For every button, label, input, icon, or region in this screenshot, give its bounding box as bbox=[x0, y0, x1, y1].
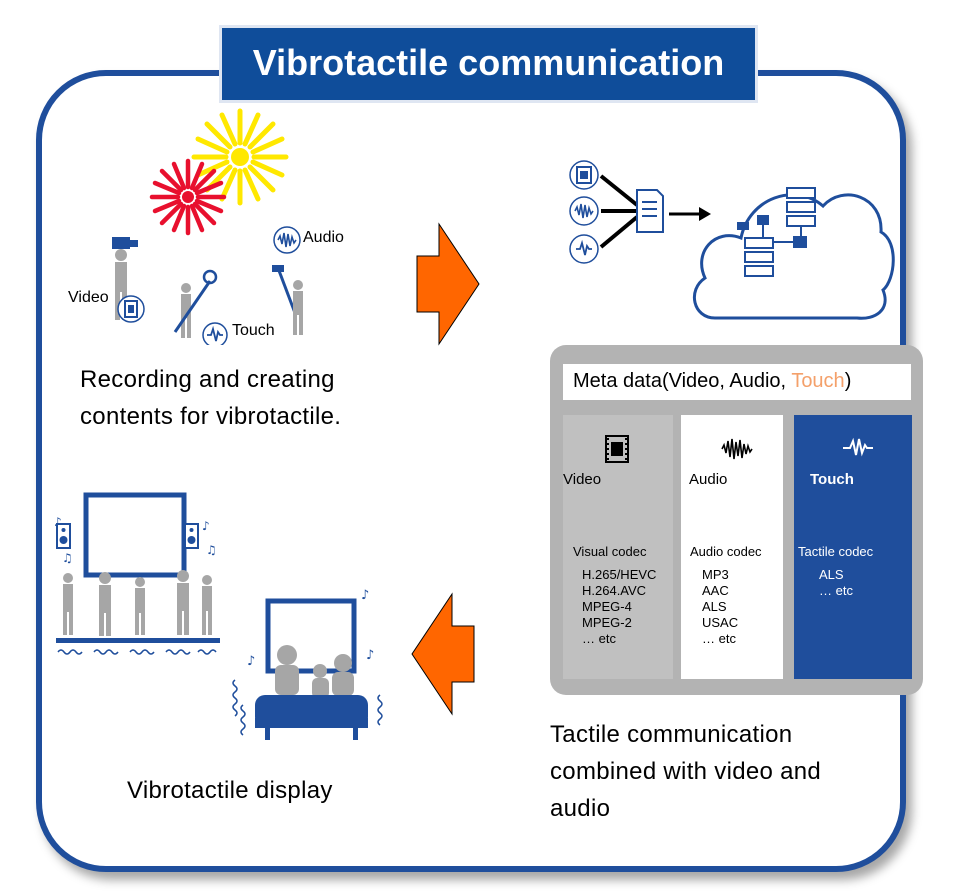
page-title: Vibrotactile communication bbox=[252, 42, 725, 83]
meta-touch-codec-list: ALS … etc bbox=[819, 567, 853, 599]
tactile-caption-line1: Tactile communication bbox=[550, 721, 793, 748]
touch-input-badge-icon bbox=[569, 234, 599, 264]
stage-floor bbox=[56, 638, 220, 643]
meta-title-suffix: ) bbox=[844, 370, 852, 392]
svg-text:♪: ♪ bbox=[247, 654, 255, 669]
svg-text:♫: ♫ bbox=[62, 551, 73, 565]
cloud-icon bbox=[693, 193, 895, 320]
meta-video-label: Video bbox=[563, 471, 602, 488]
codec-item: USAC bbox=[702, 615, 739, 630]
meta-audio-label: Audio bbox=[689, 471, 728, 488]
svg-text:♪: ♪ bbox=[202, 519, 210, 533]
film-icon bbox=[605, 435, 629, 463]
sofa-icon bbox=[255, 695, 368, 740]
codec-item: … etc bbox=[819, 583, 853, 598]
codec-item: MP3 bbox=[702, 567, 729, 582]
server-icon bbox=[744, 187, 816, 277]
meta-audio-codec-title: Audio codec bbox=[690, 544, 762, 559]
audio-badge-icon bbox=[273, 226, 301, 254]
svg-text:♪: ♪ bbox=[366, 648, 374, 663]
codec-item: MPEG-2 bbox=[582, 615, 632, 630]
codec-item: MPEG-4 bbox=[582, 599, 632, 614]
recording-caption-line2: contents for vibrotactile. bbox=[80, 403, 342, 430]
video-badge-icon bbox=[117, 295, 145, 323]
waveform-icon bbox=[721, 438, 753, 460]
title-banner: Vibrotactile communication bbox=[219, 25, 758, 103]
codec-item: ALS bbox=[702, 599, 727, 614]
svg-text:♫: ♫ bbox=[206, 543, 217, 557]
speaker-left-icon bbox=[56, 523, 71, 549]
meta-data-title: Meta data(Video, Audio, Touch) bbox=[573, 370, 851, 393]
meta-title-touch: Touch bbox=[791, 370, 845, 392]
recording-caption: Recording and creating contents for vibr… bbox=[80, 361, 341, 435]
arrow-left-icon bbox=[411, 592, 475, 716]
display-caption: Vibrotactile display bbox=[127, 777, 333, 804]
music-note-icon: ♪ ♫ ♪ ♫ bbox=[54, 515, 217, 565]
tactile-caption-line3: audio bbox=[550, 795, 611, 822]
network-node-icon bbox=[737, 215, 807, 248]
audio-input-badge-icon bbox=[569, 196, 599, 226]
big-screen-icon bbox=[83, 492, 187, 578]
meta-touch-label: Touch bbox=[810, 471, 854, 488]
arrow-to-cloud-icon bbox=[669, 207, 711, 221]
meta-data-title-box: Meta data(Video, Audio, Touch) bbox=[563, 364, 911, 400]
vibration-waves-icon bbox=[232, 679, 383, 736]
living-room-illustration: ♪ ♪ ♪ bbox=[232, 588, 383, 740]
codec-item: … etc bbox=[702, 631, 736, 646]
codec-item: H.265/HEVC bbox=[582, 567, 657, 582]
svg-text:♪: ♪ bbox=[361, 588, 369, 603]
tactile-caption-line2: combined with video and bbox=[550, 758, 822, 785]
firework-red-icon bbox=[149, 158, 227, 236]
meta-column-touch: Touch Tactile codec ALS … etc bbox=[794, 415, 912, 679]
meta-title-prefix: Meta data(Video, Audio, bbox=[573, 370, 792, 392]
meta-column-audio: Audio Audio codec MP3 AAC ALS USAC … etc bbox=[681, 415, 783, 679]
boom-mic-person-icon bbox=[272, 265, 303, 335]
family-icon bbox=[275, 645, 354, 698]
document-icon bbox=[636, 189, 664, 233]
video-label: Video bbox=[68, 289, 109, 306]
touch-recorder-icon bbox=[173, 269, 218, 338]
tactile-pulse-icon bbox=[843, 437, 873, 457]
vibration-waves-icon bbox=[57, 649, 217, 655]
codec-item: ALS bbox=[819, 567, 844, 582]
tactile-caption: Tactile communication combined with vide… bbox=[550, 716, 821, 827]
music-note-icon: ♪ ♪ ♪ bbox=[247, 588, 374, 669]
speaker-right-icon bbox=[184, 523, 199, 549]
touch-label: Touch bbox=[232, 322, 275, 339]
svg-text:♪: ♪ bbox=[54, 515, 62, 529]
video-input-badge-icon bbox=[569, 160, 599, 190]
audience-icon bbox=[63, 570, 212, 636]
codec-item: … etc bbox=[582, 631, 616, 646]
meta-audio-codec-list: MP3 AAC ALS USAC … etc bbox=[702, 567, 738, 647]
audio-label: Audio bbox=[303, 229, 344, 246]
concert-illustration: ♪ ♫ ♪ ♫ bbox=[54, 492, 220, 655]
meta-column-video: Video Visual codec H.265/HEVC H.264.AVC … bbox=[563, 415, 673, 679]
cloud-illustration bbox=[569, 160, 895, 320]
merge-lines bbox=[599, 174, 639, 249]
recording-illustration bbox=[112, 108, 303, 345]
codec-item: AAC bbox=[702, 583, 729, 598]
arrow-right-icon bbox=[416, 222, 480, 346]
meta-video-codec-list: H.265/HEVC H.264.AVC MPEG-4 MPEG-2 … etc bbox=[582, 567, 656, 647]
meta-video-codec-title: Visual codec bbox=[573, 544, 647, 559]
recording-caption-line1: Recording and creating bbox=[80, 366, 335, 393]
touch-badge-icon bbox=[202, 322, 228, 345]
codec-item: H.264.AVC bbox=[582, 583, 647, 598]
meta-touch-codec-title: Tactile codec bbox=[798, 544, 874, 559]
